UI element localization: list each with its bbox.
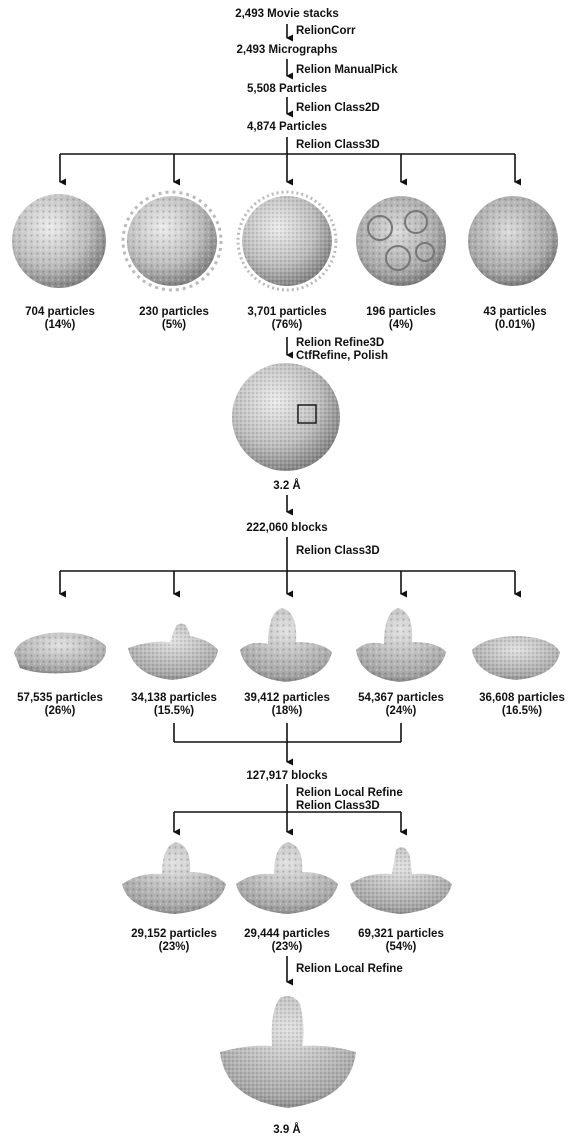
map-class2-sphere	[123, 192, 221, 290]
map-block-class2	[128, 624, 218, 680]
round2-pct: (16.5%)	[502, 705, 542, 718]
label-resolution-3p2: 3.2 Å	[273, 480, 301, 493]
round1-count: 704 particles	[25, 306, 95, 319]
round1-maps	[12, 192, 558, 290]
branch-1	[60, 154, 515, 182]
round2-pct: (15.5%)	[154, 705, 194, 718]
round3-count: 29,444 particles	[244, 928, 330, 941]
round3-pct: (54%)	[386, 941, 417, 954]
map-subclass1	[122, 842, 226, 914]
round1-count: 230 particles	[139, 306, 209, 319]
label-local-refine-2: Relion Local Refine	[296, 963, 403, 976]
label-manualpick: Relion ManualPick	[296, 64, 398, 77]
label-particles-5508: 5,508 Particles	[247, 83, 327, 96]
round1-count: 43 particles	[483, 306, 546, 319]
round2-count: 36,608 particles	[479, 692, 565, 705]
label-class3d-2: Relion Class3D	[296, 545, 380, 558]
map-block-class5	[472, 636, 560, 680]
map-class1-sphere	[12, 194, 106, 288]
label-ctfrefine-polish: CtfRefine, Polish	[296, 350, 388, 363]
branch-2	[60, 571, 515, 594]
label-blocks-222060: 222,060 blocks	[246, 522, 327, 535]
map-class5-sphere	[468, 196, 558, 286]
map-class4-sphere	[356, 196, 446, 286]
label-class3d-1: Relion Class3D	[296, 139, 380, 152]
round1-count: 196 particles	[366, 306, 436, 319]
label-particles-4874: 4,874 Particles	[247, 121, 327, 134]
map-class3-sphere	[238, 192, 336, 290]
label-local-refine-1: Relion Local Refine	[296, 787, 403, 800]
round2-count: 34,138 particles	[131, 692, 217, 705]
label-movie-stacks: 2,493 Movie stacks	[235, 8, 339, 21]
round1-pct: (76%)	[272, 319, 303, 332]
round2-count: 54,367 particles	[358, 692, 444, 705]
round3-count: 69,321 particles	[358, 928, 444, 941]
map-block-class3	[240, 608, 332, 682]
map-block-class1	[14, 633, 106, 674]
map-subclass2	[236, 842, 338, 914]
round2-count: 39,412 particles	[244, 692, 330, 705]
label-refine3d: Relion Refine3D	[296, 337, 384, 350]
round2-maps	[14, 608, 560, 682]
round2-pct: (24%)	[386, 705, 417, 718]
round3-count: 29,152 particles	[131, 928, 217, 941]
map-block-class4	[356, 608, 446, 682]
label-relioncorr: RelionCorr	[296, 25, 355, 38]
map-subclass3	[350, 847, 452, 914]
round2-count: 57,535 particles	[17, 692, 103, 705]
round2-pct: (18%)	[272, 705, 303, 718]
merge-connector	[174, 723, 401, 762]
label-blocks-127917: 127,917 blocks	[246, 770, 327, 783]
round1-pct: (4%)	[389, 319, 413, 332]
label-micrographs: 2,493 Micrographs	[237, 44, 338, 57]
round1-count: 3,701 particles	[247, 306, 326, 319]
round2-pct: (26%)	[45, 705, 76, 718]
round3-pct: (23%)	[272, 941, 303, 954]
round3-maps	[122, 842, 452, 914]
round3-pct: (23%)	[159, 941, 190, 954]
label-class2d: Relion Class2D	[296, 102, 380, 115]
label-resolution-3p9: 3.9 Å	[273, 1124, 301, 1137]
label-class3d-3: Relion Class3D	[296, 800, 380, 813]
round1-pct: (0.01%)	[495, 319, 535, 332]
map-final-3p9	[220, 996, 356, 1108]
round1-pct: (14%)	[45, 319, 76, 332]
map-refined-3p2	[232, 363, 340, 471]
round1-pct: (5%)	[162, 319, 186, 332]
